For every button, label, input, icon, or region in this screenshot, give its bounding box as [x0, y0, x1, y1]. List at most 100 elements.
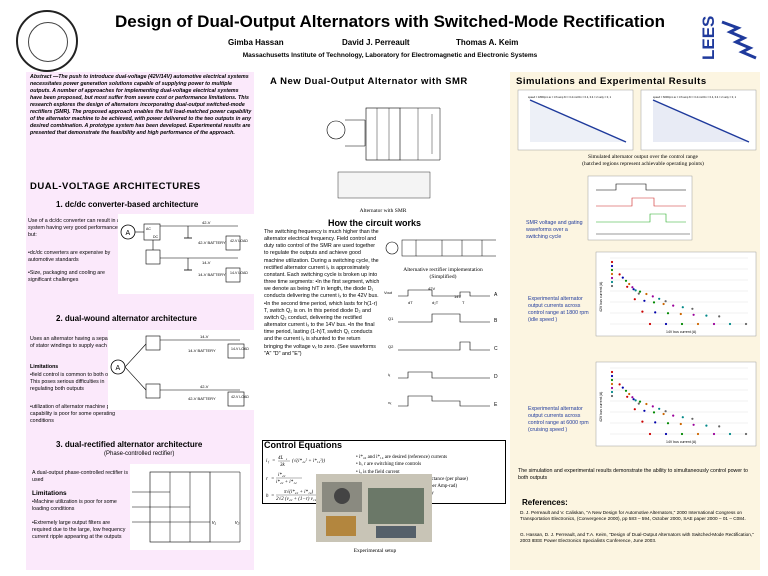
arch3-title: 3. dual-rectified alternator architectur…: [56, 440, 203, 449]
author-3: Thomas A. Keim: [456, 38, 519, 47]
data-point: [610, 374, 614, 378]
data-point: [628, 392, 631, 396]
svg-text:3k: 3k: [280, 463, 286, 468]
section-how-circuit-works: How the circuit works: [328, 218, 422, 228]
data-point: [662, 302, 665, 306]
exp2-text: Experimental alternator output currents …: [528, 406, 589, 433]
data-point: [637, 402, 640, 405]
section-sim-exp-results: Simulations and Experimental Results: [516, 76, 707, 87]
data-point: [648, 322, 652, 326]
arch1-text: Use of a dc/dc converter can result in a…: [28, 218, 120, 238]
data-point: [634, 289, 637, 292]
data-point: [618, 273, 621, 276]
data-point: [638, 400, 642, 403]
data-point: [610, 370, 614, 374]
references-title: References:: [522, 498, 568, 507]
section-dual-voltage-architectures: DUAL-VOLTAGE ARCHITECTURES: [30, 181, 201, 192]
data-point: [664, 300, 667, 303]
data-point: [652, 301, 656, 304]
svg-text:dT: dT: [408, 300, 413, 305]
arch3-limitations-title: Limitations: [32, 490, 67, 497]
data-point: [648, 432, 652, 436]
mit-seal-logo: [16, 10, 78, 72]
svg-text:iₓ: iₓ: [388, 372, 391, 377]
data-point: [610, 276, 614, 280]
svg-text:i*₄₂ + i*₁₄: i*₄₂ + i*₁₄: [276, 480, 297, 485]
svg-text:E: E: [494, 402, 498, 408]
arch3-circuit-diagram: v₁ v₂: [130, 464, 250, 550]
svg-text:s: s: [286, 457, 288, 461]
data-point: [610, 272, 614, 276]
results-conclusion: The simulation and experimental results …: [518, 468, 748, 481]
arch2-text: Uses an alternator having a separate set…: [30, 336, 126, 349]
data-point: [610, 280, 614, 284]
svg-text:T: T: [462, 300, 465, 305]
data-point: [610, 264, 614, 268]
svg-text:14-V LOAD: 14-V LOAD: [231, 347, 249, 351]
data-point: [634, 399, 637, 402]
data-point: [626, 395, 629, 398]
svg-text:A: A: [494, 292, 498, 298]
data-point: [680, 432, 684, 436]
svg-text:(√(i*₄₂² + i*₁₄²)): (√(i*₄₂² + i*₁₄²)): [292, 458, 325, 464]
poster-title: Design of Dual-Output Alternators with S…: [115, 12, 665, 31]
svg-text:14V: 14V: [454, 294, 461, 299]
data-point: [705, 424, 708, 427]
data-point: [624, 389, 628, 392]
data-point: [691, 417, 694, 420]
y-axis-label: 42V bus current (A): [599, 282, 603, 312]
switching-waveforms: Vout Q1 Q2 iₓ vₓ 42V 14V dT d₂T T A B C …: [384, 284, 504, 434]
smr-waveform-text: SMR voltage and gating waveforms over a …: [526, 220, 583, 240]
data-point: [618, 383, 621, 386]
data-point: [651, 295, 654, 298]
x-axis-label: 14V bus current (A): [666, 330, 696, 334]
abstract: Abstract —The push to introduce dual-vol…: [30, 74, 252, 136]
arch2-bullet-1: •field control is common to both outputs…: [30, 372, 125, 392]
data-point: [654, 311, 657, 314]
ctrl-bullet-2: • h, r are switching time controls: [356, 462, 422, 468]
svg-text:f: f: [268, 460, 270, 464]
svg-text:=: =: [272, 459, 275, 464]
svg-text:14-V LOAD: 14-V LOAD: [230, 271, 248, 275]
ctrl-bullet-1: • i*₄₂ and i*₁₄ are desired (reference) …: [356, 455, 448, 460]
exp1-text: Experimental alternator output currents …: [528, 296, 589, 323]
data-point: [728, 322, 732, 326]
arch2-limitations-title: Limitations: [30, 364, 59, 370]
data-point: [652, 411, 656, 414]
data-point: [632, 398, 635, 401]
data-point: [679, 312, 682, 316]
svg-text:42-V: 42-V: [202, 220, 211, 225]
data-point: [633, 408, 636, 411]
data-point: [705, 314, 708, 317]
svg-text:Vout: Vout: [384, 290, 393, 295]
svg-text:A: A: [116, 365, 121, 372]
data-point: [645, 292, 648, 296]
data-point: [712, 432, 716, 436]
data-point: [610, 390, 614, 394]
data-point: [643, 409, 646, 412]
how-circuit-works-text: The switching frequency is much higher t…: [264, 229, 380, 357]
data-point: [666, 422, 670, 425]
data-point: [664, 410, 667, 413]
data-point: [679, 422, 682, 426]
svg-text:π√(i*₄₂ + i*₁₄): π√(i*₄₂ + i*₁₄): [284, 489, 314, 495]
exp-1800rpm-plot: 14V bus current (A) 42V bus current (A): [595, 251, 757, 337]
simulation-caption: Simulated alternator output over the con…: [582, 154, 704, 167]
data-point: [718, 425, 721, 428]
data-point: [632, 288, 635, 291]
svg-text:A: A: [126, 230, 131, 237]
alternative-rectifier-caption: Alternative rectifier implementation (Si…: [403, 267, 483, 280]
data-point: [633, 298, 636, 301]
arch3-bullet-1: •Machine utilization is poor for some lo…: [32, 499, 117, 512]
svg-text:C: C: [494, 346, 498, 352]
plot-background: [595, 251, 757, 337]
data-point: [664, 322, 668, 326]
data-point: [681, 416, 684, 419]
svg-text:14-V BATTERY: 14-V BATTERY: [188, 348, 216, 353]
svg-text:v₁: v₁: [212, 520, 217, 526]
svg-text:AC: AC: [146, 227, 151, 231]
data-point: [626, 285, 629, 288]
simulated-output-plots: speed = 1800rpm ie = 3.6 amp Kl = 3.4 mH…: [517, 89, 757, 151]
arch3-subtitle: (Phase-controlled rectifier): [104, 451, 175, 457]
svg-text:D: D: [494, 374, 498, 380]
